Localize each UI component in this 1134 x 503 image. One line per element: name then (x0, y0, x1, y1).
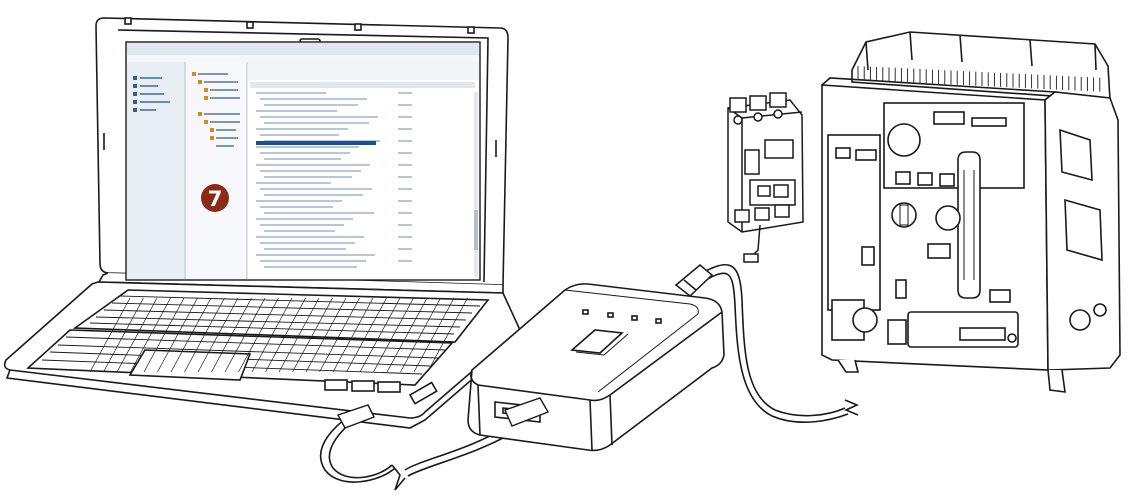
screen-row (256, 164, 370, 166)
usb-plug (336, 397, 550, 429)
key-divider (332, 297, 374, 373)
screen-row-value (398, 176, 412, 178)
screen-row (260, 152, 350, 154)
screen-row-value (398, 236, 412, 238)
key-divider (400, 297, 441, 373)
screen-row (256, 92, 326, 94)
screen-row-value (398, 140, 412, 142)
screen-row-value (398, 152, 412, 154)
key-divider (197, 297, 239, 373)
key-divider (373, 297, 414, 373)
key-divider (359, 297, 401, 373)
key-divider (427, 297, 468, 373)
key-divider (238, 297, 279, 373)
key-divider (170, 297, 212, 373)
screen-row-value (398, 200, 412, 202)
screen-row (260, 134, 339, 136)
key-divider (292, 297, 333, 373)
screen-row (264, 266, 357, 268)
screen-row (264, 248, 346, 250)
key-divider (251, 297, 293, 373)
screen-row (260, 242, 355, 244)
screen-row (256, 218, 353, 220)
screen-row (264, 230, 335, 232)
key-divider (224, 297, 266, 373)
key-divider (184, 297, 225, 373)
air-circuit-breaker (821, 31, 1121, 393)
screen-row (256, 182, 331, 184)
screen-row (260, 98, 367, 100)
screen-row-value (398, 92, 412, 94)
usb-cable (319, 414, 515, 491)
molded-case-breaker (727, 92, 804, 263)
key-divider (116, 297, 158, 373)
screen-row-value (398, 104, 412, 106)
screen-row (264, 104, 358, 106)
key-divider (413, 297, 455, 373)
screen-row-value (398, 116, 412, 118)
key-divider (319, 297, 360, 373)
key-divider (157, 297, 198, 373)
screen-row (260, 170, 361, 172)
key-divider (130, 297, 171, 373)
screen-row-value (398, 248, 412, 250)
screen-row (256, 200, 342, 202)
screen-row (264, 212, 374, 214)
breaker-cable (689, 263, 860, 423)
screen-row-value (398, 224, 412, 226)
screen-row (264, 122, 369, 124)
screen-row-value (398, 128, 412, 130)
screen-row-value (398, 188, 412, 190)
adapter-plug (674, 264, 714, 297)
screen-row (256, 254, 375, 256)
screen-row (260, 116, 378, 118)
screen-row (256, 146, 359, 148)
callout-badge: 7 (201, 184, 229, 212)
key-divider (143, 297, 185, 373)
screen-row (264, 194, 363, 196)
screen-row (256, 110, 337, 112)
screen-row (256, 128, 348, 130)
screen-row (264, 176, 352, 178)
screen-row (260, 188, 372, 190)
key-divider (89, 297, 131, 373)
key-divider (346, 297, 387, 373)
screen-row-value (398, 164, 412, 166)
key-divider (211, 297, 252, 373)
screen-row-value (398, 260, 412, 262)
screen-row (256, 236, 364, 238)
key-divider (265, 297, 306, 373)
callout-number: 7 (208, 187, 223, 211)
screen-row-value (398, 212, 412, 214)
laptop-screen (125, 41, 481, 281)
key-divider (305, 297, 347, 373)
key-divider (103, 297, 144, 373)
screen-row (260, 260, 366, 262)
screen-row (260, 206, 333, 208)
key-divider (278, 297, 320, 373)
screen-row (260, 224, 344, 226)
screen-row (264, 158, 341, 160)
key-divider (386, 297, 428, 373)
